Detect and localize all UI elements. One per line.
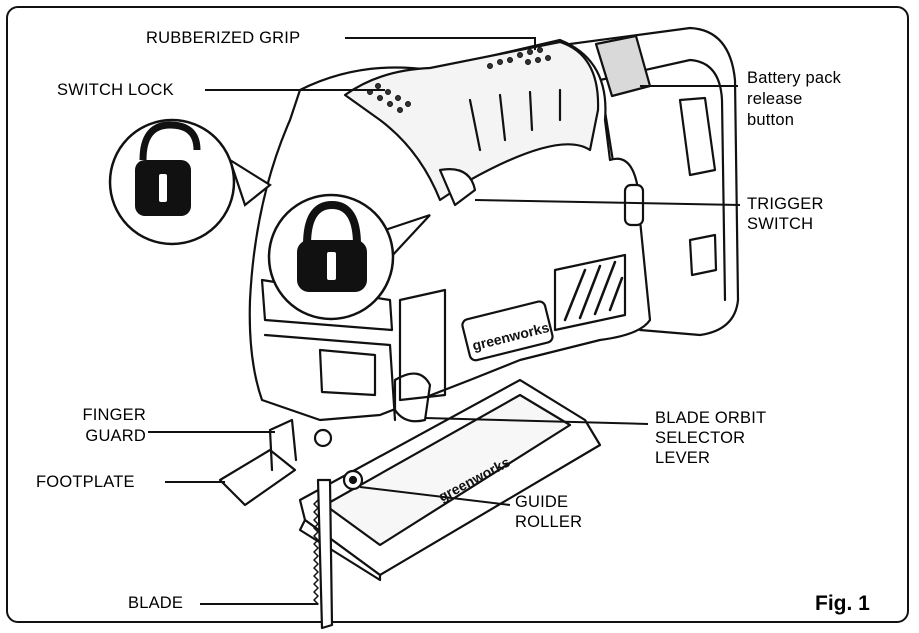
leader-blade-orbit bbox=[424, 417, 649, 425]
label-blade: BLADE bbox=[128, 594, 184, 612]
leader-rubberized-grip bbox=[345, 37, 536, 50]
figure-caption: Fig. 1 bbox=[815, 592, 870, 615]
unlocked-padlock-icon bbox=[108, 118, 272, 246]
label-finger-guard: FINGER GUARD bbox=[82, 406, 146, 445]
rubberized-grip bbox=[343, 40, 600, 202]
leader-guide-roller bbox=[359, 486, 511, 506]
figure-frame bbox=[6, 6, 909, 623]
label-footplate: FOOTPLATE bbox=[36, 473, 135, 491]
battery-pack bbox=[538, 26, 740, 337]
label-switch-lock: SWITCH LOCK bbox=[57, 81, 174, 99]
locked-padlock-icon bbox=[267, 193, 431, 321]
label-trigger-switch: TRIGGER SWITCH bbox=[747, 195, 824, 233]
label-battery-release: Battery pack release button bbox=[747, 69, 842, 129]
blade-shape bbox=[316, 478, 334, 630]
label-blade-orbit-selector-lever: BLADE ORBIT SELECTOR LEVER bbox=[655, 409, 767, 467]
orbit-selector-lever bbox=[393, 372, 432, 423]
leader-trigger-switch bbox=[474, 199, 741, 206]
trigger-switch bbox=[438, 168, 477, 207]
label-guide-roller: GUIDE ROLLER bbox=[515, 493, 583, 531]
label-rubberized-grip: RUBBERIZED GRIP bbox=[146, 29, 301, 47]
finger-guard bbox=[268, 418, 298, 472]
